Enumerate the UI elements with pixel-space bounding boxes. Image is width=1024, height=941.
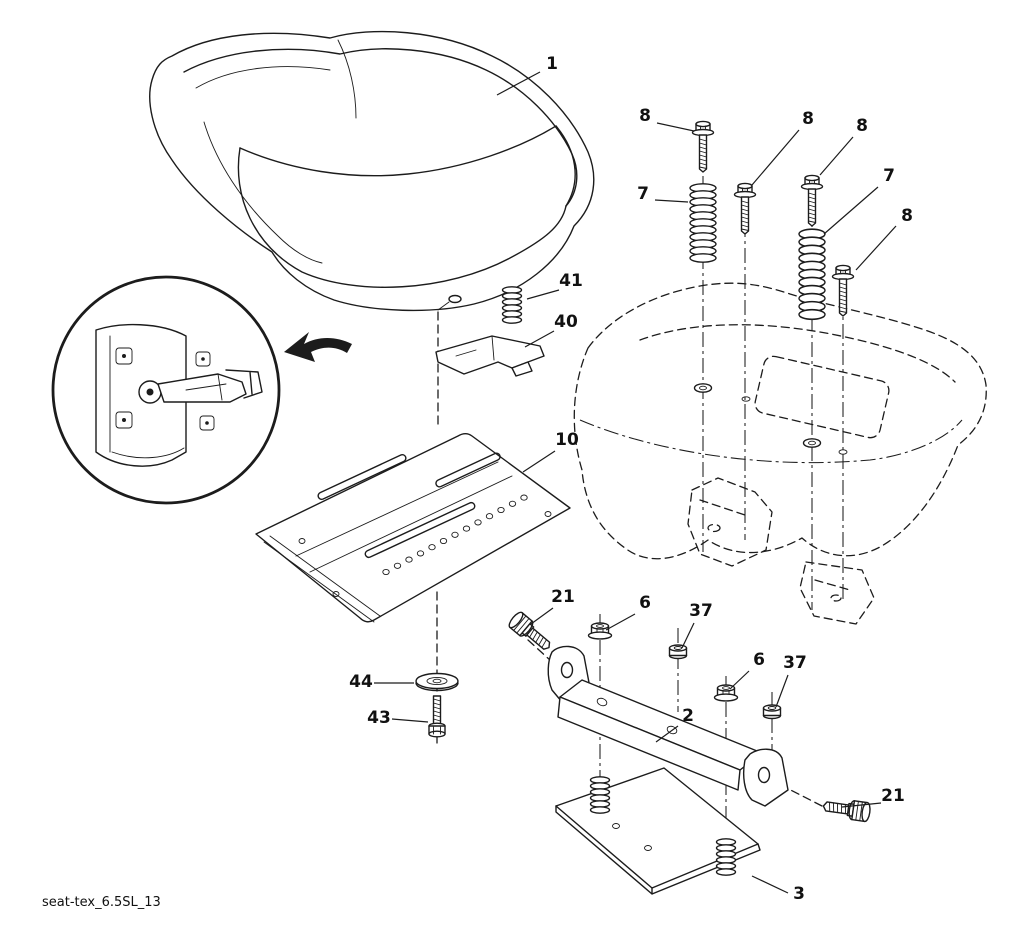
washer-44 bbox=[415, 672, 459, 692]
callout-3: 3 bbox=[751, 875, 805, 904]
part-number-21b: 21 bbox=[881, 786, 905, 806]
spacer-37-left bbox=[668, 644, 688, 660]
shoulder-bolt-21-left bbox=[506, 609, 556, 656]
callout-8a: 8 bbox=[639, 106, 695, 132]
callout-37b: 37 bbox=[775, 653, 807, 708]
pan-slot-1 bbox=[317, 453, 407, 501]
spring-7-left bbox=[689, 183, 717, 263]
part-number-2: 2 bbox=[682, 706, 694, 726]
callout-8d: 8 bbox=[855, 206, 913, 271]
chassis-cutout bbox=[754, 355, 890, 439]
spring-41 bbox=[501, 286, 523, 324]
part-number-41: 41 bbox=[559, 271, 583, 291]
part-number-8c: 8 bbox=[856, 116, 868, 136]
callout-10: 10 bbox=[522, 430, 579, 473]
part-number-1: 1 bbox=[546, 54, 558, 74]
part-number-8b: 8 bbox=[802, 109, 814, 129]
part-number-21a: 21 bbox=[551, 587, 575, 607]
callout-7a: 7 bbox=[637, 184, 689, 204]
callout-40: 40 bbox=[524, 312, 578, 348]
part-number-6b: 6 bbox=[753, 650, 765, 670]
part-number-7a: 7 bbox=[637, 184, 649, 204]
part-number-3: 3 bbox=[793, 884, 805, 904]
shoulder-bolt-21-right bbox=[821, 795, 872, 823]
callout-21a: 21 bbox=[530, 587, 575, 625]
callout-8c: 8 bbox=[819, 116, 868, 176]
callout-41: 41 bbox=[526, 271, 583, 300]
plate-spring-left bbox=[589, 776, 611, 814]
part-number-10: 10 bbox=[555, 430, 579, 450]
hidden-bracket-left bbox=[687, 477, 773, 567]
rotation-arrow-icon bbox=[284, 332, 352, 362]
part-number-8a: 8 bbox=[639, 106, 651, 126]
chassis-hidden-outline bbox=[573, 282, 987, 560]
part-number-6a: 6 bbox=[639, 593, 651, 613]
bolt-43 bbox=[428, 695, 446, 738]
part-number-43: 43 bbox=[367, 708, 391, 728]
callout-37a: 37 bbox=[681, 601, 713, 649]
spacer-37-right bbox=[762, 704, 782, 720]
callouts: 1 8 8 8 7 7 8 41 40 10 21 6 37 6 37 bbox=[349, 54, 913, 904]
spring-7-right bbox=[798, 228, 826, 321]
part-number-44: 44 bbox=[349, 672, 373, 692]
bolt-8-3 bbox=[800, 174, 824, 227]
adjuster-bracket-2 bbox=[547, 645, 789, 807]
callout-6b: 6 bbox=[729, 650, 765, 690]
callout-21b: 21 bbox=[841, 786, 905, 808]
flange-nut-6-right bbox=[713, 684, 739, 702]
bolt-8-2 bbox=[733, 182, 757, 235]
hidden-bracket-right bbox=[799, 561, 875, 625]
callout-1: 1 bbox=[496, 54, 558, 96]
callout-43: 43 bbox=[367, 708, 429, 728]
pan-slot-2 bbox=[435, 452, 501, 488]
bolt-8-1 bbox=[691, 120, 715, 173]
flange-nut-6-left bbox=[587, 622, 613, 640]
drawing-code: seat-tex_6.5SL_13 bbox=[42, 895, 161, 910]
seat bbox=[149, 30, 595, 312]
pan-adjustment-holes bbox=[382, 494, 528, 576]
seat-pivot-detail bbox=[448, 294, 462, 304]
part-number-40: 40 bbox=[554, 312, 578, 332]
callout-8b: 8 bbox=[751, 109, 814, 186]
part-number-37b: 37 bbox=[783, 653, 807, 673]
part-number-7b: 7 bbox=[883, 166, 895, 186]
seat-pan-10 bbox=[255, 433, 571, 623]
latch-bracket-40 bbox=[435, 335, 545, 377]
plate-spring-right bbox=[715, 838, 737, 876]
callout-44: 44 bbox=[349, 672, 414, 692]
chassis-mount-holes bbox=[693, 383, 848, 455]
seat-latch-inset bbox=[51, 275, 281, 505]
part-number-8d: 8 bbox=[901, 206, 913, 226]
pan-slot-3 bbox=[364, 501, 476, 559]
bolt-8-4 bbox=[831, 264, 855, 317]
callout-2: 2 bbox=[655, 706, 694, 743]
part-number-37a: 37 bbox=[689, 601, 713, 621]
callout-7b: 7 bbox=[823, 166, 895, 235]
callout-6a: 6 bbox=[605, 593, 651, 631]
